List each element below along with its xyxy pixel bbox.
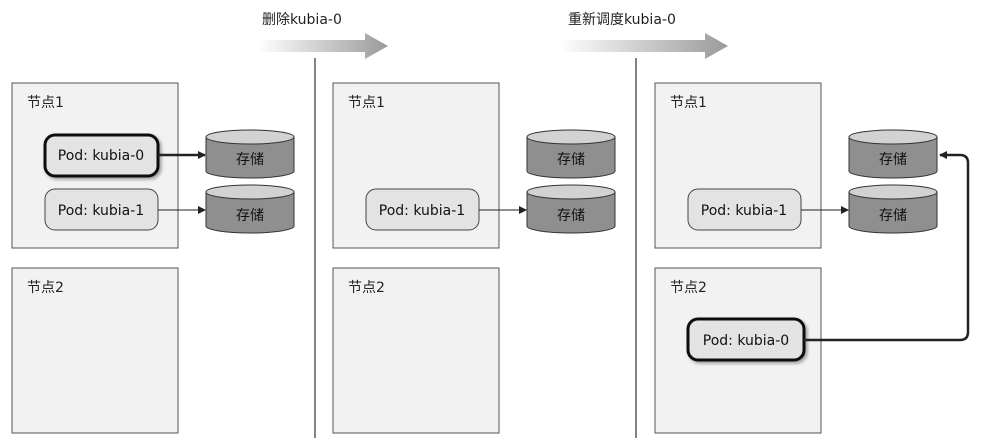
panel3-storage-top: 存储 xyxy=(848,129,938,179)
step-reschedule-arrow xyxy=(558,33,728,59)
panel2-storage-bottom: 存储 xyxy=(526,184,616,234)
panel1-node2-box xyxy=(11,267,179,434)
panel1-storage-top-label: 存储 xyxy=(236,152,264,168)
panel2-storage-top: 存储 xyxy=(526,129,616,179)
panel2-node2-box xyxy=(332,267,500,434)
panel2-storage-top-label: 存储 xyxy=(557,152,585,168)
step-delete-arrow xyxy=(258,33,388,59)
panel1-pod-kubia0-label: Pod: kubia-0 xyxy=(58,148,144,164)
panel2-storage-bottom-label: 存储 xyxy=(557,208,585,224)
panel1-node2-label: 节点2 xyxy=(27,280,64,296)
panel1-storage-top: 存储 xyxy=(205,129,295,179)
panel3-storage-bottom-label: 存储 xyxy=(879,208,907,224)
step-reschedule-label: 重新调度kubia-0 xyxy=(568,12,676,28)
panel3-pod-kubia1-label: Pod: kubia-1 xyxy=(701,203,787,219)
panel1-pod-kubia1-label: Pod: kubia-1 xyxy=(58,203,144,219)
panel-before: 节点1 节点2 Pod: kubia-0 Pod: kubia-1 存储 存储 xyxy=(11,82,295,434)
panel1-node1-label: 节点1 xyxy=(27,95,64,111)
step-reschedule: 重新调度kubia-0 xyxy=(558,12,728,59)
panel-deleted: 节点1 节点2 Pod: kubia-1 存储 存储 xyxy=(332,82,616,434)
step-delete: 删除kubia-0 xyxy=(258,12,388,59)
panel3-storage-bottom: 存储 xyxy=(848,184,938,234)
panel3-node2-label: 节点2 xyxy=(670,280,707,296)
step-delete-label: 删除kubia-0 xyxy=(262,12,342,28)
panel-rescheduled: 节点1 节点2 Pod: kubia-1 Pod: kubia-0 存储 存储 xyxy=(654,82,970,434)
panel3-storage-top-label: 存储 xyxy=(879,152,907,168)
panel3-node1-label: 节点1 xyxy=(670,95,707,111)
panel2-node1-label: 节点1 xyxy=(348,95,385,111)
panel3-pod-kubia0-label: Pod: kubia-0 xyxy=(703,333,789,349)
panel1-storage-bottom: 存储 xyxy=(205,184,295,234)
panel3-conn-kubia0 xyxy=(804,151,970,342)
panel2-pod-kubia1-label: Pod: kubia-1 xyxy=(379,203,465,219)
panel1-storage-bottom-label: 存储 xyxy=(236,208,264,224)
panel2-node2-label: 节点2 xyxy=(348,280,385,296)
